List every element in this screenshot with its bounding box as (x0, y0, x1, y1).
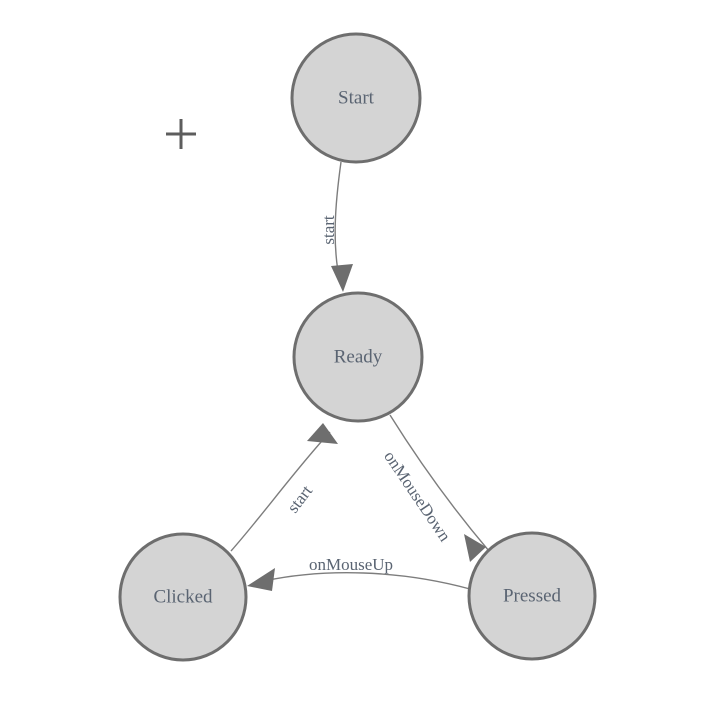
edge-ready-to-pressed-arrowhead (464, 534, 486, 562)
crosshair-icon (166, 119, 196, 149)
node-pressed-circle[interactable] (467, 531, 597, 661)
node-clicked[interactable]: Clicked (118, 532, 248, 662)
edge-clicked-to-ready[interactable]: start (230, 423, 338, 552)
edge-start-to-ready-arrowhead (331, 264, 353, 292)
edge-clicked-to-ready-arrowhead (307, 423, 338, 444)
edge-start-to-ready-path (334, 161, 342, 283)
edge-pressed-to-clicked[interactable]: onMouseUp (247, 555, 471, 591)
edge-ready-to-pressed-path (389, 414, 490, 552)
node-ready-circle[interactable] (292, 291, 424, 423)
edge-pressed-to-clicked-path (263, 572, 471, 590)
node-start[interactable]: Start (290, 32, 422, 164)
node-ready[interactable]: Ready (292, 291, 424, 423)
edge-start-to-ready[interactable]: start (319, 161, 353, 292)
edge-ready-to-pressed-label: onMouseDown (380, 447, 455, 545)
edge-pressed-to-clicked-arrowhead (247, 568, 275, 591)
edge-clicked-to-ready-label: start (283, 481, 316, 516)
node-pressed[interactable]: Pressed (467, 531, 597, 661)
node-start-circle[interactable] (290, 32, 422, 164)
edge-clicked-to-ready-path (230, 431, 331, 552)
edge-ready-to-pressed[interactable]: onMouseDown (380, 414, 490, 562)
node-clicked-circle[interactable] (118, 532, 248, 662)
edge-pressed-to-clicked-label: onMouseUp (309, 555, 393, 574)
